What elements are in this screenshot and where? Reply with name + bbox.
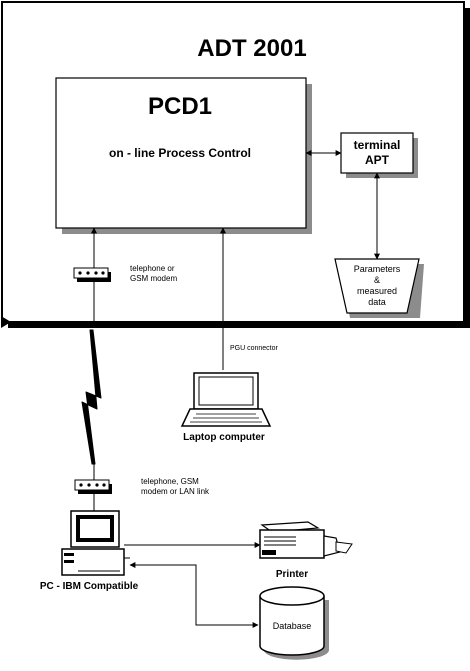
pc-icon xyxy=(61,510,130,576)
pc-database-connector xyxy=(129,562,259,628)
terminal-label: terminal xyxy=(354,138,401,152)
modem-top-icon xyxy=(73,267,111,282)
database-icon xyxy=(259,586,329,660)
modem-bottom-label-2: modem or LAN link xyxy=(141,487,210,496)
parameters-label: Parameters xyxy=(354,264,401,274)
printer-icon xyxy=(259,521,353,559)
laptop-label: Laptop computer xyxy=(183,432,265,443)
modem-bottom-label: telephone, GSM xyxy=(141,477,199,486)
modem-top-label: telephone or xyxy=(130,264,175,273)
printer-label: Printer xyxy=(276,569,308,580)
terminal-apt-label: APT xyxy=(365,153,390,167)
parameters-data-store xyxy=(334,258,424,318)
parameters-measured-label: measured xyxy=(357,286,397,296)
pcd1-subtitle: on - line Process Control xyxy=(109,146,251,160)
modem-top-label-2: GSM modem xyxy=(130,274,177,283)
pgu-connector-label: PGU connector xyxy=(230,345,279,352)
database-label: Database xyxy=(273,621,312,631)
pc-label: PC - IBM Compatible xyxy=(40,581,139,592)
system-title: ADT 2001 xyxy=(197,35,306,62)
parameters-amp-label: & xyxy=(374,275,380,285)
parameters-data-label: data xyxy=(368,297,386,307)
boundary-arrow-icon xyxy=(1,316,11,328)
laptop-icon xyxy=(180,372,272,427)
pcd1-title: PCD1 xyxy=(148,93,212,120)
wireless-link-icon xyxy=(81,329,102,465)
pcd1-box xyxy=(55,77,312,234)
modem-bottom-icon xyxy=(74,479,112,494)
